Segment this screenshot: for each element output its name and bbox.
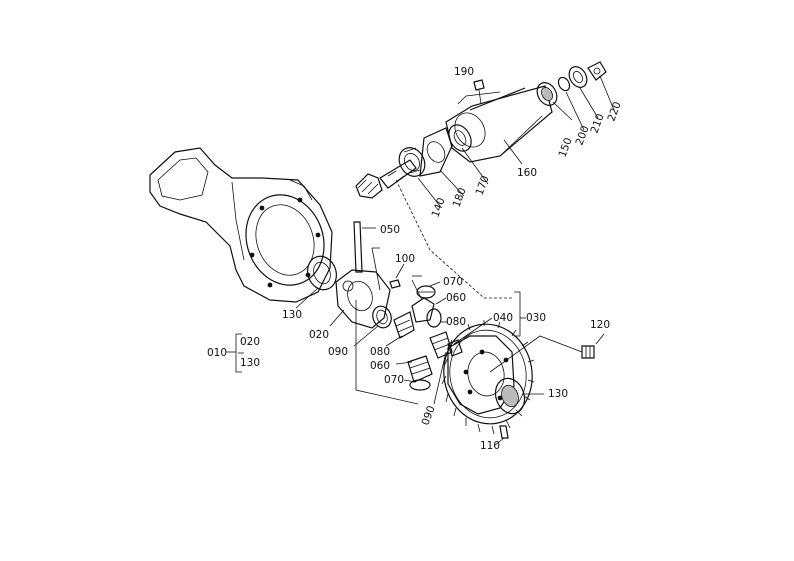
label-060-b: 060 — [370, 360, 390, 372]
differential-gears — [393, 285, 453, 391]
label-050: 050 — [380, 224, 400, 236]
label-020-b: 020 — [240, 336, 260, 348]
label-070-b: 070 — [384, 374, 404, 386]
label-180: 180 — [451, 186, 469, 209]
label-220: 220 — [606, 100, 624, 123]
leader-lines — [226, 75, 615, 447]
label-130-b: 130 — [548, 388, 568, 400]
label-030: 030 — [526, 312, 546, 324]
label-130-c: 130 — [240, 357, 260, 369]
axle-housing — [149, 147, 333, 303]
label-160: 160 — [517, 167, 537, 179]
part-labels: 190 220 210 200 150 160 170 180 140 050 … — [207, 66, 624, 452]
label-010: 010 — [207, 347, 227, 359]
label-090-a: 090 — [328, 346, 348, 358]
label-110: 110 — [480, 440, 500, 452]
label-020-a: 020 — [309, 329, 329, 341]
label-080-a: 080 — [446, 316, 466, 328]
label-070-a: 070 — [443, 276, 463, 288]
label-130-a: 130 — [282, 309, 302, 321]
ring-gear — [441, 320, 595, 439]
label-080-b: 080 — [370, 346, 390, 358]
label-140: 140 — [430, 196, 448, 219]
label-200: 200 — [574, 124, 592, 147]
label-210: 210 — [589, 112, 607, 135]
label-060-a: 060 — [446, 292, 466, 304]
label-090-b: 090 — [420, 404, 438, 427]
label-100: 100 — [395, 253, 415, 265]
label-120: 120 — [590, 319, 610, 331]
label-190: 190 — [454, 66, 474, 78]
pinion-shaft-assembly — [355, 61, 607, 199]
label-170: 170 — [474, 174, 492, 197]
differential-case — [307, 221, 401, 329]
label-150: 150 — [557, 136, 575, 159]
label-040: 040 — [493, 312, 513, 324]
